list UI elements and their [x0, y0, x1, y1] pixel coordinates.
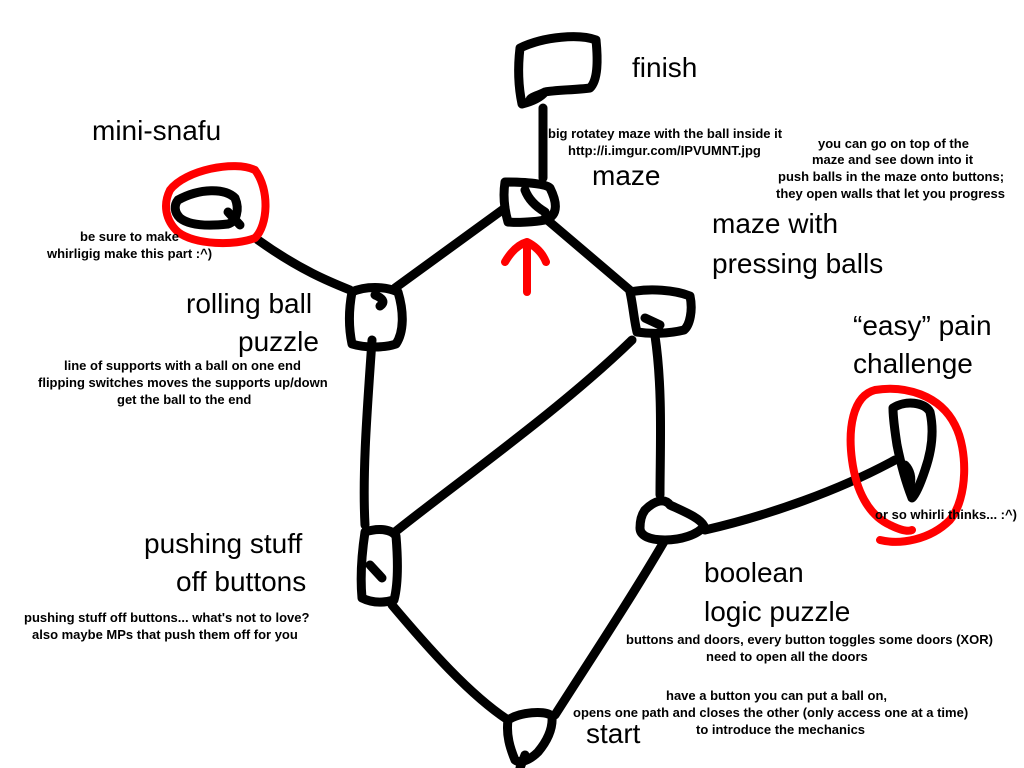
note-rolling-ball-line1: line of supports with a ball on one end [64, 358, 301, 373]
note-start-line1: have a button you can put a ball on, [666, 688, 888, 703]
node-boolean-shape [635, 496, 709, 545]
label-easy-pain-line2: challenge [853, 348, 973, 379]
node-maze-pressing-shape [625, 285, 696, 338]
node-mini-snafu-shape [170, 186, 245, 230]
note-maze-line1: big rotatey maze with the ball inside it [548, 126, 783, 141]
highlight-ring-easy-pain [846, 384, 969, 546]
label-rolling-ball-line2: puzzle [238, 326, 319, 357]
edge-boolean-easy [700, 455, 900, 535]
up-arrow [501, 238, 550, 296]
label-maze: maze [592, 160, 661, 191]
note-start-line2: opens one path and closes the other (onl… [573, 705, 969, 720]
node-start-shape [503, 708, 557, 767]
label-pushing-stuff-line1: pushing stuff [144, 528, 303, 559]
note-mini-snafu-line2: whirligig make this part :^) [47, 246, 213, 261]
node-easy-pain-shape [888, 398, 937, 503]
label-boolean-line1: boolean [704, 557, 804, 588]
node-finish-shape [514, 32, 602, 109]
note-mini-snafu-line1: be sure to make [80, 229, 179, 244]
label-boolean-line2: logic puzzle [704, 596, 851, 627]
edge-rolling-maze [390, 203, 510, 293]
edge-snafu-rolling [253, 235, 355, 295]
label-easy-pain-line1: “easy” pain [853, 310, 992, 341]
label-pushing-stuff-line2: off buttons [176, 566, 307, 597]
node-maze-shape [499, 177, 560, 227]
note-maze-line2: http://i.imgur.com/IPVUMNT.jpg [568, 143, 761, 158]
highlight-ring-mini-snafu [162, 162, 270, 248]
note-maze-pressing-line1: you can go on top of the [818, 136, 969, 151]
note-start-line3: to introduce the mechanics [696, 722, 866, 737]
note-maze-pressing-line4: they open walls that let you progress [776, 186, 1005, 201]
label-maze-pressing-line2: pressing balls [712, 248, 884, 279]
edge-pushing-start [387, 600, 513, 725]
node-pushing-stuff-shape [356, 524, 402, 607]
label-mini-snafu: mini-snafu [92, 115, 222, 146]
note-boolean-line2: need to open all the doors [706, 649, 868, 664]
note-easy-pain: or so whirli thinks... :^) [875, 507, 1017, 522]
label-rolling-ball-line1: rolling ball [186, 288, 313, 319]
label-finish: finish [632, 52, 698, 83]
node-rolling-ball-shape [344, 283, 407, 352]
edge-boolean-start [550, 535, 670, 720]
note-rolling-ball-line2: flipping switches moves the supports up/… [38, 375, 328, 390]
edge-mazewith-pushing [390, 335, 637, 537]
note-maze-pressing-line3: push balls in the maze onto buttons; [778, 169, 1005, 184]
label-start: start [586, 718, 641, 749]
note-pushing-stuff-line1: pushing stuff off buttons... what's not … [24, 610, 310, 625]
note-boolean-line1: buttons and doors, every button toggles … [626, 632, 993, 647]
label-maze-pressing-line1: maze with [712, 208, 839, 239]
edge-rolling-pushing [359, 335, 377, 530]
note-rolling-ball-line3: get the ball to the end [117, 392, 252, 407]
edge-mazewith-boolean [650, 331, 666, 500]
note-maze-pressing-line2: maze and see down into it [812, 152, 974, 167]
note-pushing-stuff-line2: also maybe MPs that push them off for yo… [32, 627, 298, 642]
edge-maze-mazewith [540, 213, 637, 297]
